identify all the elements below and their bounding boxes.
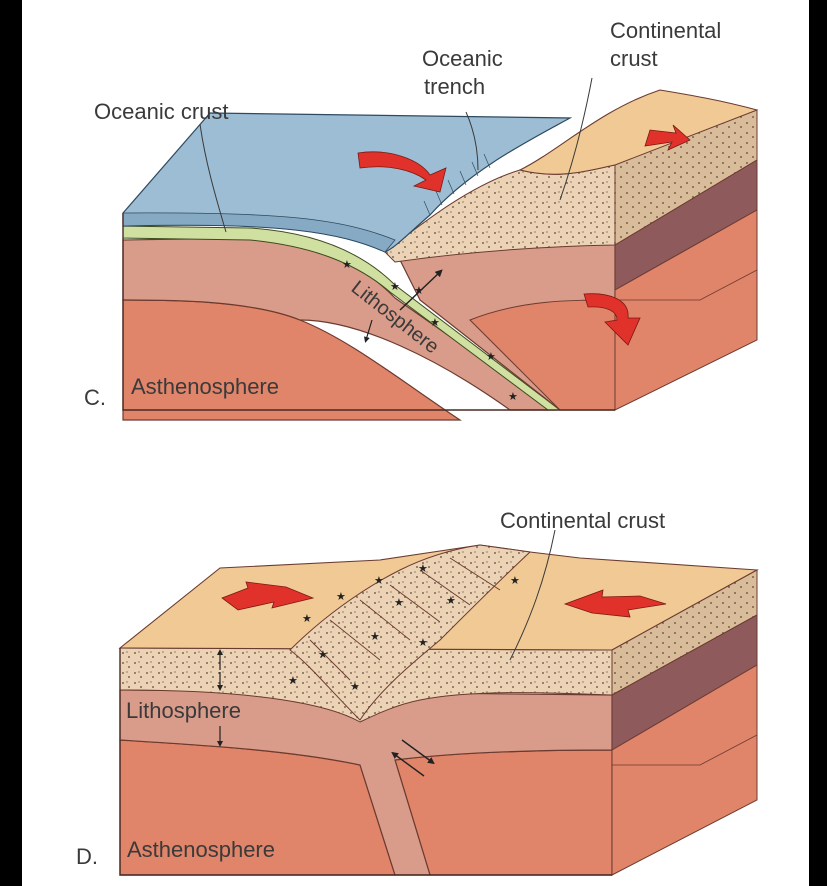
svg-text:★: ★	[510, 574, 520, 587]
svg-text:★: ★	[418, 562, 428, 575]
panel-c-oceanic-crust-label: Oceanic crust	[94, 99, 229, 124]
panel-d-letter: D.	[76, 844, 98, 869]
panel-c-asthenosphere-label: Asthenosphere	[131, 374, 279, 399]
svg-text:★: ★	[288, 674, 298, 687]
panel-c-continental-label-line2: crust	[610, 46, 658, 71]
panel-c-trench-label-line1: Oceanic	[422, 46, 503, 71]
svg-text:★: ★	[508, 390, 518, 403]
panel-c-trench-label-line2: trench	[424, 74, 485, 99]
svg-text:★: ★	[374, 574, 384, 587]
svg-text:★: ★	[318, 648, 328, 661]
panel-c-letter: C.	[84, 385, 106, 410]
svg-text:★: ★	[390, 280, 400, 293]
svg-text:★: ★	[414, 284, 424, 297]
svg-text:★: ★	[430, 316, 440, 329]
svg-text:★: ★	[446, 594, 456, 607]
svg-text:★: ★	[336, 590, 346, 603]
svg-text:★: ★	[418, 636, 428, 649]
svg-text:★: ★	[342, 258, 352, 271]
svg-text:★: ★	[486, 350, 496, 363]
svg-text:★: ★	[370, 630, 380, 643]
svg-text:★: ★	[394, 596, 404, 609]
panel-d-asthenosphere-right	[395, 750, 612, 875]
svg-text:★: ★	[302, 612, 312, 625]
panel-d-asthenosphere-label: Asthenosphere	[127, 837, 275, 862]
panel-d-lithosphere-label: Lithosphere	[126, 698, 241, 723]
panel-c-continental-label-line1: Continental	[610, 18, 721, 43]
panel-d-continental-label: Continental crust	[500, 508, 665, 533]
svg-text:★: ★	[350, 680, 360, 693]
